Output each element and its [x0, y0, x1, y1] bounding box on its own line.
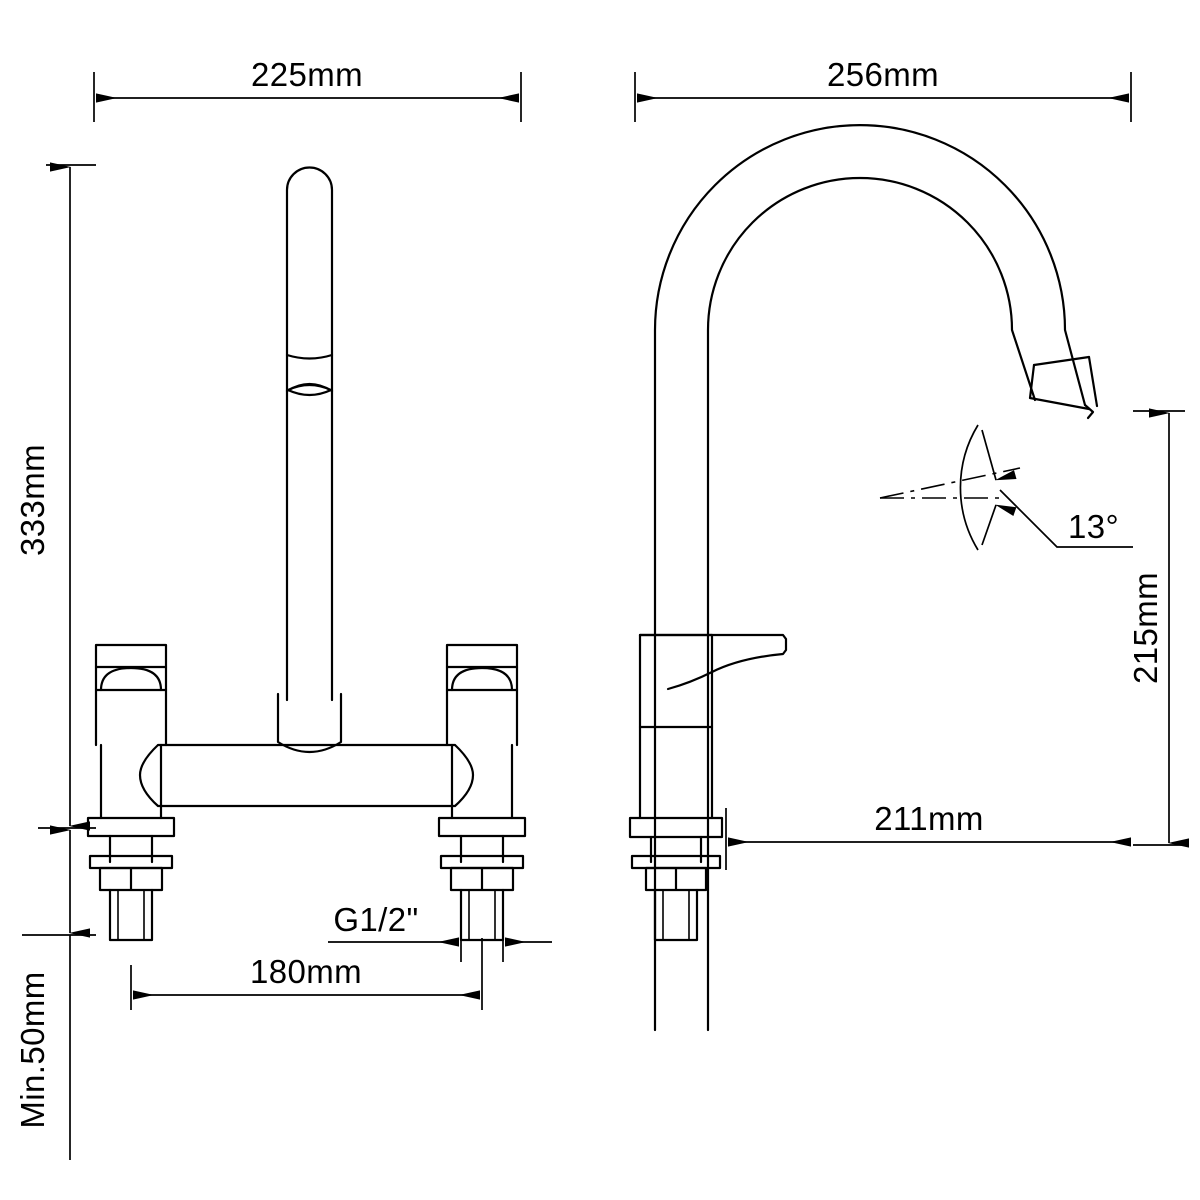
angle-inclined-centerline	[879, 467, 1021, 499]
front-spout-aerator-outline	[285, 382, 334, 393]
dim-333-label: 333mm	[14, 444, 51, 556]
front-body-bridge	[138, 743, 475, 808]
side-spout-inner-curve	[706, 176, 1037, 1032]
side-thread-pipe	[653, 888, 699, 942]
dim-215-label: 215mm	[1127, 572, 1164, 684]
dim-g12-label: G1/2"	[333, 901, 418, 938]
front-left-nut	[98, 866, 164, 892]
front-right-shank	[459, 834, 505, 864]
front-right-handle-barrel	[445, 665, 519, 747]
side-thread-inner	[662, 890, 690, 940]
front-left-thread-pipe	[108, 888, 154, 942]
front-spout-band-upper	[285, 353, 334, 360]
side-lever-handle	[638, 633, 788, 674]
side-nut	[644, 866, 708, 892]
angle-callout: 13°	[879, 424, 1133, 551]
dim-256-label: 256mm	[827, 56, 939, 93]
angle-leader	[999, 489, 1133, 548]
front-right-washer	[439, 854, 525, 870]
side-lever-underside	[666, 670, 714, 691]
front-left-thread-inner	[117, 890, 145, 940]
side-spout-outlet-face	[1028, 355, 1099, 411]
angle-arc-arrow-top	[981, 429, 1017, 481]
front-spout-tube	[285, 166, 334, 702]
side-washer	[630, 854, 722, 870]
front-view-dimensions: 225mm 333mm Min.50mm 180mm G1/2"	[14, 56, 552, 1160]
front-left-stem	[99, 743, 163, 820]
front-right-escutcheon	[437, 816, 527, 838]
front-right-handle-dome	[450, 666, 514, 692]
front-left-handle-assembly	[86, 643, 176, 942]
side-spout-outlet	[1083, 403, 1095, 420]
front-left-handle-dome	[99, 666, 163, 692]
angle-label: 13°	[1068, 508, 1119, 545]
side-spout-outlet-band	[1032, 355, 1091, 367]
side-view-dimensions: 256mm 215mm 211mm 13°	[634, 56, 1189, 870]
dim-211-label: 211mm	[874, 800, 984, 837]
front-right-thread-inner	[468, 890, 496, 940]
front-left-handle-barrel	[94, 665, 168, 747]
front-right-stem	[450, 743, 514, 820]
angle-arc-arrow-bottom	[981, 504, 1017, 546]
dim-225-label: 225mm	[251, 56, 363, 93]
front-left-washer	[88, 854, 174, 870]
front-spout-collar	[276, 692, 343, 753]
angle-arc	[959, 424, 979, 551]
dim-min50-label: Min.50mm	[14, 971, 51, 1128]
dim-180-label: 180mm	[250, 953, 362, 990]
front-right-nut	[449, 866, 515, 892]
side-spout-outer-curve	[653, 123, 1087, 1032]
side-escutcheon	[628, 816, 724, 839]
side-shank	[649, 835, 703, 864]
side-view-geometry	[628, 123, 1099, 1032]
front-left-shank	[108, 834, 154, 864]
